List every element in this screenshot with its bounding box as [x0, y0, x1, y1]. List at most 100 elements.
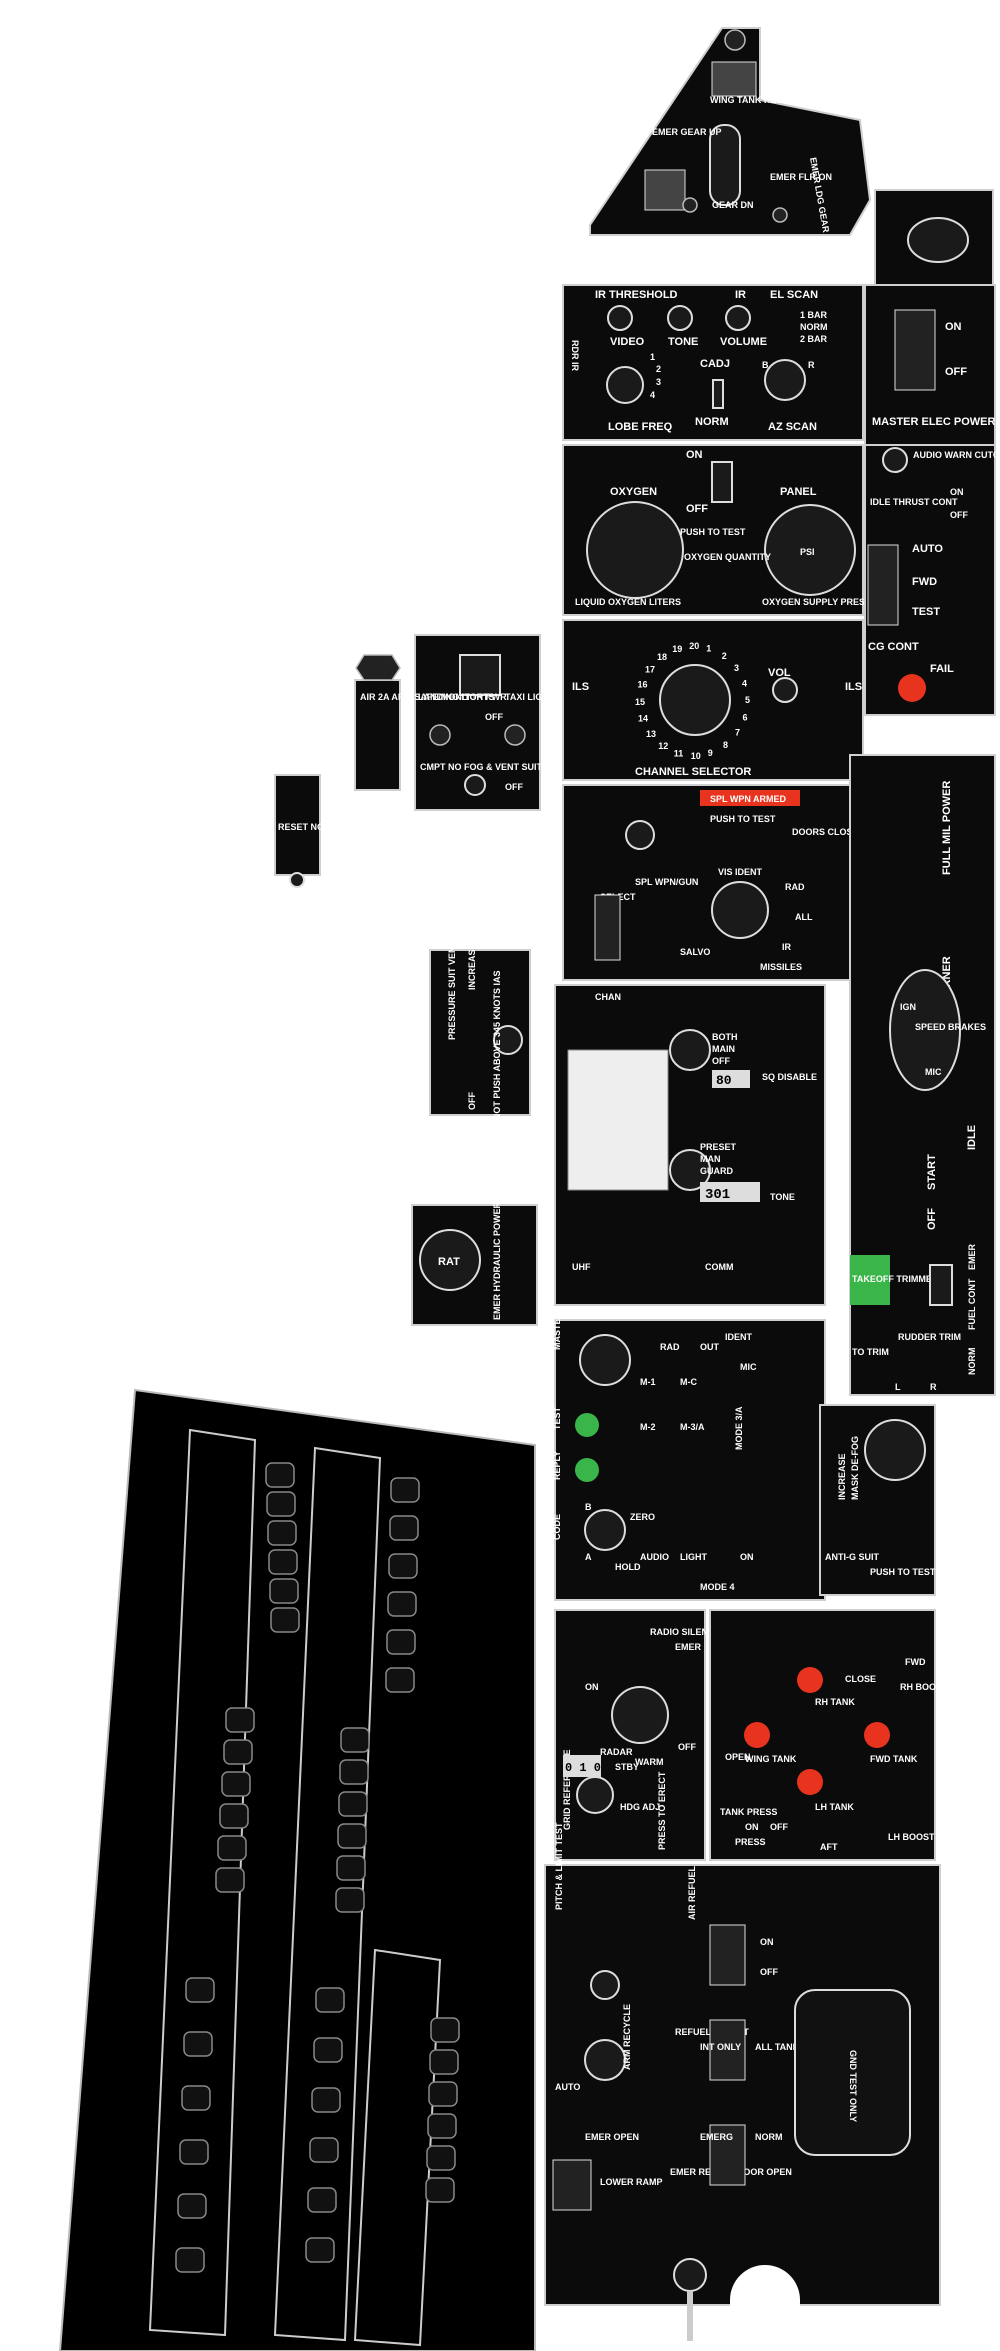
circuit-breaker[interactable] [270, 1607, 300, 1633]
circuit-breaker[interactable] [175, 2247, 205, 2273]
auto-label: AUTO [912, 543, 943, 555]
cg-cont-switch[interactable] [867, 544, 899, 626]
cadj-toggle[interactable] [712, 379, 724, 409]
circuit-breaker[interactable] [179, 2139, 209, 2165]
landing-lights-switch[interactable] [459, 654, 501, 696]
circuit-breaker[interactable] [183, 2031, 213, 2057]
rad-label: RAD [785, 882, 805, 892]
wing-tank-release-handle[interactable] [709, 124, 741, 206]
rotary-knob[interactable] [907, 217, 969, 263]
circuit-breaker[interactable] [181, 2085, 211, 2111]
pitch-limit-knob[interactable] [590, 1970, 620, 2000]
rat-handle[interactable] [419, 1229, 481, 1291]
lh-boost-label: LH BOOST [888, 1832, 935, 1842]
select-switch[interactable] [594, 894, 621, 961]
circuit-breaker[interactable] [305, 2237, 335, 2263]
sq-disable-label: SQ DISABLE [762, 1072, 817, 1082]
cmpt-no-fog-switch[interactable] [464, 774, 486, 796]
select-knob[interactable] [625, 820, 655, 850]
missile-select-knob[interactable] [711, 881, 769, 939]
circuit-breaker[interactable] [215, 1867, 245, 1893]
circuit-breaker[interactable] [426, 2145, 456, 2171]
ramp-switch[interactable] [552, 2159, 592, 2211]
auto-label: AUTO [555, 2082, 580, 2092]
air-refuel-switch[interactable] [709, 1924, 746, 1986]
arm-recycle-button[interactable] [584, 2039, 626, 2081]
circuit-breaker[interactable] [313, 2037, 343, 2063]
circuit-breaker[interactable] [225, 1707, 255, 1733]
circuit-breaker[interactable] [309, 2137, 339, 2163]
mask-defog-knob[interactable] [864, 1419, 926, 1481]
int-only-label: INT ONLY [700, 2042, 741, 2052]
circuit-breaker[interactable] [311, 2087, 341, 2113]
rad-label: RAD [660, 1342, 680, 1352]
circuit-breaker[interactable] [389, 1515, 419, 1541]
circuit-breaker[interactable] [338, 1791, 368, 1817]
ils-label-right: ILS [845, 681, 862, 693]
circuit-breaker[interactable] [430, 2017, 460, 2043]
vent-air-knob[interactable] [493, 1025, 523, 1055]
stby-label: STBY [615, 1762, 639, 1772]
master-elec-switch[interactable] [894, 309, 936, 391]
circuit-breaker[interactable] [340, 1727, 370, 1753]
az-scan-knob[interactable] [764, 359, 806, 401]
master-knob[interactable] [579, 1334, 631, 1386]
ir-volume-knob[interactable] [725, 305, 751, 331]
refuel-door-switch[interactable] [709, 2124, 746, 2186]
circuit-breaker[interactable] [390, 1477, 420, 1503]
hdg-adj-knob[interactable] [576, 1776, 614, 1814]
volume-knob[interactable] [772, 677, 798, 703]
circuit-breaker[interactable] [429, 2049, 459, 2075]
liquid-oxygen-liters-label: LIQUID OXYGEN LITERS [575, 597, 681, 607]
emer-label: EMER [675, 1642, 702, 1652]
circuit-breaker[interactable] [269, 1578, 299, 1604]
circuit-breaker[interactable] [427, 2113, 457, 2139]
gnd-test-cover[interactable] [794, 1989, 911, 2156]
oxygen-switch[interactable] [711, 461, 733, 503]
function-knob[interactable] [669, 1029, 711, 1071]
circuit-breaker[interactable] [385, 1667, 415, 1693]
circuit-breaker[interactable] [221, 1771, 251, 1797]
circuit-breaker[interactable] [185, 1977, 215, 2003]
circuit-breaker[interactable] [223, 1739, 253, 1765]
circuit-breaker[interactable] [335, 1887, 365, 1913]
circuit-breaker[interactable] [268, 1549, 298, 1575]
channel-selector-knob[interactable] [659, 664, 731, 736]
circuit-breaker[interactable] [267, 1520, 297, 1546]
emer-gear-up-guard[interactable] [644, 169, 686, 211]
circuit-breaker[interactable] [337, 1823, 367, 1849]
code-knob[interactable] [584, 1509, 626, 1551]
circuit-breaker[interactable] [219, 1803, 249, 1829]
circuit-breaker[interactable] [386, 1629, 416, 1655]
anti-g-suit-label: ANTI-G SUIT [825, 1552, 879, 1562]
circuit-breaker[interactable] [428, 2081, 458, 2107]
circuit-breaker[interactable] [307, 2187, 337, 2213]
circuit-breaker[interactable] [336, 1855, 366, 1881]
circuit-breaker[interactable] [388, 1553, 418, 1579]
throttle-grip[interactable] [889, 969, 961, 1091]
ir-threshold-knob[interactable] [607, 305, 633, 331]
channel-number: 10 [691, 751, 701, 761]
circuit-breaker[interactable] [177, 2193, 207, 2219]
fuel-cont-switch[interactable] [929, 1264, 953, 1306]
circuit-breaker[interactable] [339, 1759, 369, 1785]
lobe-freq-knob[interactable] [606, 366, 644, 404]
circuit-breaker[interactable] [315, 1987, 345, 2013]
circuit-breaker[interactable] [217, 1835, 247, 1861]
reset-switch[interactable] [289, 872, 305, 888]
radar-mode-knob[interactable] [611, 1686, 669, 1744]
test-light [575, 1413, 599, 1437]
lights-panel: LANDING LIGHTS TAXI LIGHTS OFF CMPT NO F… [274, 634, 560, 888]
tone-knob[interactable] [667, 305, 693, 331]
mode-knob[interactable] [669, 1149, 711, 1191]
refuel-select-switch[interactable] [709, 2019, 746, 2081]
circuit-breaker[interactable] [266, 1491, 296, 1517]
cg-cont-label: CG CONT [868, 641, 919, 653]
circuit-breaker[interactable] [387, 1591, 417, 1617]
mic-label: MIC [925, 1067, 942, 1077]
circuit-breaker[interactable] [425, 2177, 455, 2203]
bottom-handle[interactable] [673, 2258, 707, 2292]
circuit-breaker[interactable] [265, 1462, 295, 1488]
hold-label: HOLD [615, 1562, 641, 1572]
audio-warn-cutoff-button[interactable] [882, 447, 908, 473]
